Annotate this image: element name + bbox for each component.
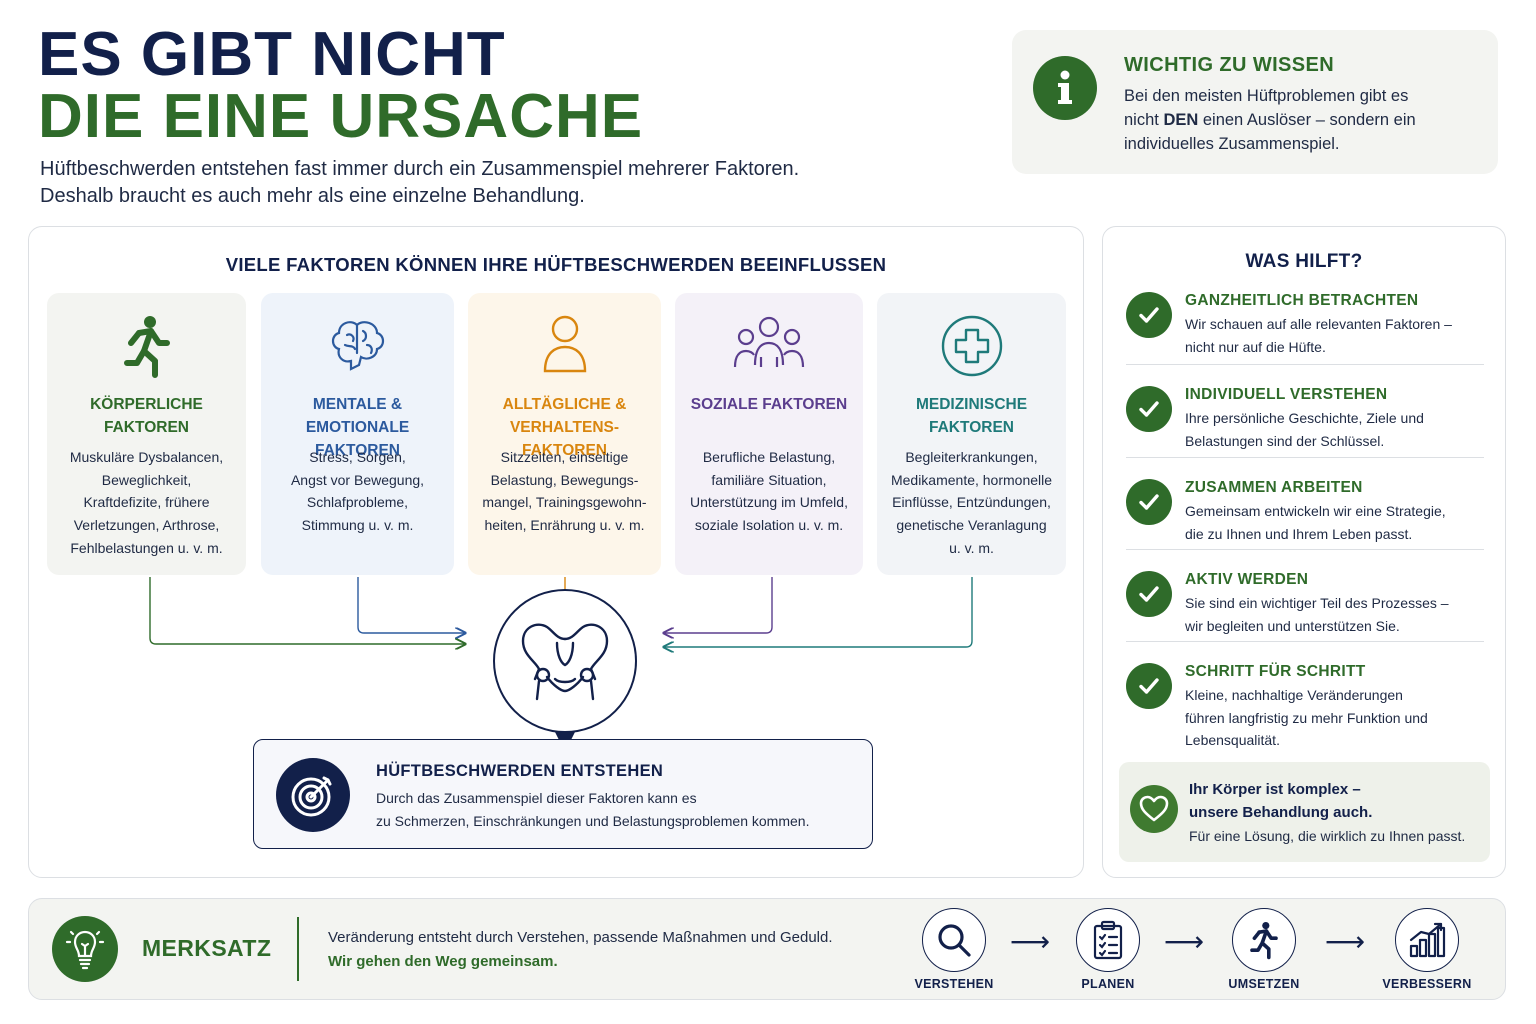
help-separator (1126, 549, 1484, 550)
growth-chart-icon (1395, 908, 1459, 972)
factor-card-title: SOZIALE FAKTOREN (690, 396, 848, 413)
help-item-title: GANZHEITLICH BETRACHTEN (1185, 292, 1419, 309)
help-item-title: INDIVIDUELL VERSTEHEN (1185, 386, 1388, 403)
callout-line3: Für eine Lösung, die wirklich zu Ihnen p… (1189, 828, 1466, 844)
help-item-text-line: Ihre persönliche Geschichte, Ziele und (1185, 410, 1424, 426)
merksatz-label: MERKSATZ (142, 935, 272, 961)
step-label-verstehen: VERSTEHEN (914, 977, 994, 991)
running-person-icon (47, 313, 246, 379)
factor-card-behavioral: ALLTÄGLICHE &VERHALTENS-FAKTOREN Sitzzei… (468, 293, 661, 575)
intro-line2: Deshalb braucht es auch mehr als eine ei… (40, 185, 585, 207)
footer-divider (297, 917, 299, 981)
brain-icon (261, 313, 454, 379)
heart-icon (1130, 785, 1178, 833)
help-separator (1126, 641, 1484, 642)
intro-line1: Hüftbeschwerden entstehen fast immer dur… (40, 158, 800, 180)
info-text-line3: individuelles Zusammenspiel. (1124, 135, 1340, 153)
help-item-text: Gemeinsam entwickeln wir eine Strategie,… (1185, 500, 1485, 545)
help-item-title: SCHRITT FÜR SCHRITT (1185, 663, 1366, 680)
factor-card-title: ALLTÄGLICHE &VERHALTENS-FAKTOREN (502, 396, 627, 459)
help-item-text-line: wir begleiten und unterstützen Sie. (1185, 617, 1400, 634)
help-item-text-line: Wir schauen auf alle relevanten Faktoren… (1185, 316, 1452, 332)
outcome-box (253, 739, 873, 849)
help-item-text-line: Belastungen sind der Schlüssel. (1185, 432, 1385, 449)
outcome-text-line2: zu Schmerzen, Einschränkungen und Belast… (376, 812, 810, 829)
help-item-title: AKTIV WERDEN (1185, 571, 1309, 588)
factor-card-social: SOZIALE FAKTOREN Berufliche Belastung,fa… (675, 293, 863, 575)
help-item-text-line: die zu Ihnen und Ihrem Leben passt. (1185, 525, 1413, 542)
help-item-text-line: nicht nur auf die Hüfte. (1185, 338, 1326, 355)
factor-card-text: Berufliche Belastung,familiäre Situation… (690, 449, 848, 534)
magnifier-icon (922, 908, 986, 972)
help-item-text-line: Gemeinsam entwickeln wir eine Strategie, (1185, 503, 1446, 519)
help-item-text: Kleine, nachhaltige Veränderungen führen … (1185, 684, 1485, 752)
check-icon (1126, 479, 1172, 525)
outcome-title: HÜFTBESCHWERDEN ENTSTEHEN (376, 762, 664, 780)
info-title: WICHTIG ZU WISSEN (1124, 54, 1335, 76)
callout-line1: Ihr Körper ist komplex – (1189, 781, 1361, 798)
outcome-text-line1: Durch das Zusammenspiel dieser Faktoren … (376, 790, 697, 806)
help-item-text-line: führen langfristig zu mehr Funktion und (1185, 709, 1428, 726)
step-label-verbessern: VERBESSERN (1382, 977, 1472, 991)
help-separator (1126, 457, 1484, 458)
medical-cross-icon (877, 313, 1066, 379)
footer-text-line2: Wir gehen den Weg gemeinsam. (328, 953, 558, 970)
page-title-line2: DIE EINE URSACHE (38, 82, 644, 151)
factor-card-title: MENTALE &EMOTIONALE FAKTOREN (305, 396, 410, 459)
running-person-icon (1232, 908, 1296, 972)
info-text-line1: Bei den meisten Hüftproblemen gibt es (1124, 87, 1409, 105)
help-separator (1126, 364, 1484, 365)
group-icon (675, 313, 863, 379)
help-item-text: Wir schauen auf alle relevanten Faktoren… (1185, 313, 1485, 358)
callout-box (1119, 762, 1490, 862)
step-arrow: ⟶ (1164, 926, 1205, 957)
check-icon (1126, 292, 1172, 338)
help-item-text-line: Lebensqualität. (1185, 732, 1280, 748)
factor-card-text: Begleiterkrankungen,Medikamente, hormone… (890, 449, 1053, 556)
help-item-text: Sie sind ein wichtiger Teil des Prozesse… (1185, 592, 1485, 637)
step-label-umsetzen: UMSETZEN (1228, 977, 1300, 991)
factor-card-text: Stress, Sorgen,Angst vor Bewegung,Schlaf… (290, 449, 425, 534)
target-icon (276, 758, 350, 832)
info-text-line2: nicht DEN einen Auslöser – sondern ein (1124, 108, 1484, 132)
outcome-text: Durch das Zusammenspiel dieser Faktoren … (376, 787, 856, 832)
info-text: Bei den meisten Hüftproblemen gibt es ni… (1124, 84, 1484, 156)
factors-heading: VIELE FAKTOREN KÖNNEN IHRE HÜFTBESCHWERD… (225, 254, 887, 275)
help-item-text-line: Kleine, nachhaltige Veränderungen (1185, 687, 1403, 703)
pelvis-icon (493, 589, 637, 733)
info-text-bold: DEN (1163, 111, 1199, 129)
info-text-prefix: nicht (1124, 111, 1164, 129)
page-title-line1: ES GIBT NICHT (38, 20, 506, 89)
check-icon (1126, 386, 1172, 432)
step-arrow: ⟶ (1010, 926, 1051, 957)
lightbulb-icon (52, 916, 118, 982)
help-item-title: ZUSAMMEN ARBEITEN (1185, 479, 1363, 496)
check-icon (1126, 663, 1172, 709)
intro-text: Hüftbeschwerden entstehen fast immer dur… (40, 156, 920, 210)
help-heading: WAS HILFT? (1245, 251, 1363, 272)
person-icon (468, 313, 661, 379)
factor-card-mental: MENTALE &EMOTIONALE FAKTOREN Stress, Sor… (261, 293, 454, 575)
check-icon (1126, 571, 1172, 617)
help-item-text-line: Sie sind ein wichtiger Teil des Prozesse… (1185, 595, 1449, 611)
info-text-suffix: einen Auslöser – sondern ein (1198, 111, 1416, 129)
footer-text-line1: Veränderung entsteht durch Verstehen, pa… (328, 929, 833, 946)
clipboard-icon (1076, 908, 1140, 972)
step-arrow: ⟶ (1325, 926, 1366, 957)
connector-lines (149, 577, 973, 752)
info-icon (1033, 56, 1097, 120)
callout-line2: unsere Behandlung auch. (1189, 804, 1373, 821)
step-label-planen: PLANEN (1081, 977, 1135, 991)
factor-card-text: Muskuläre Dysbalancen,Beweglichkeit,Kraf… (69, 449, 224, 556)
